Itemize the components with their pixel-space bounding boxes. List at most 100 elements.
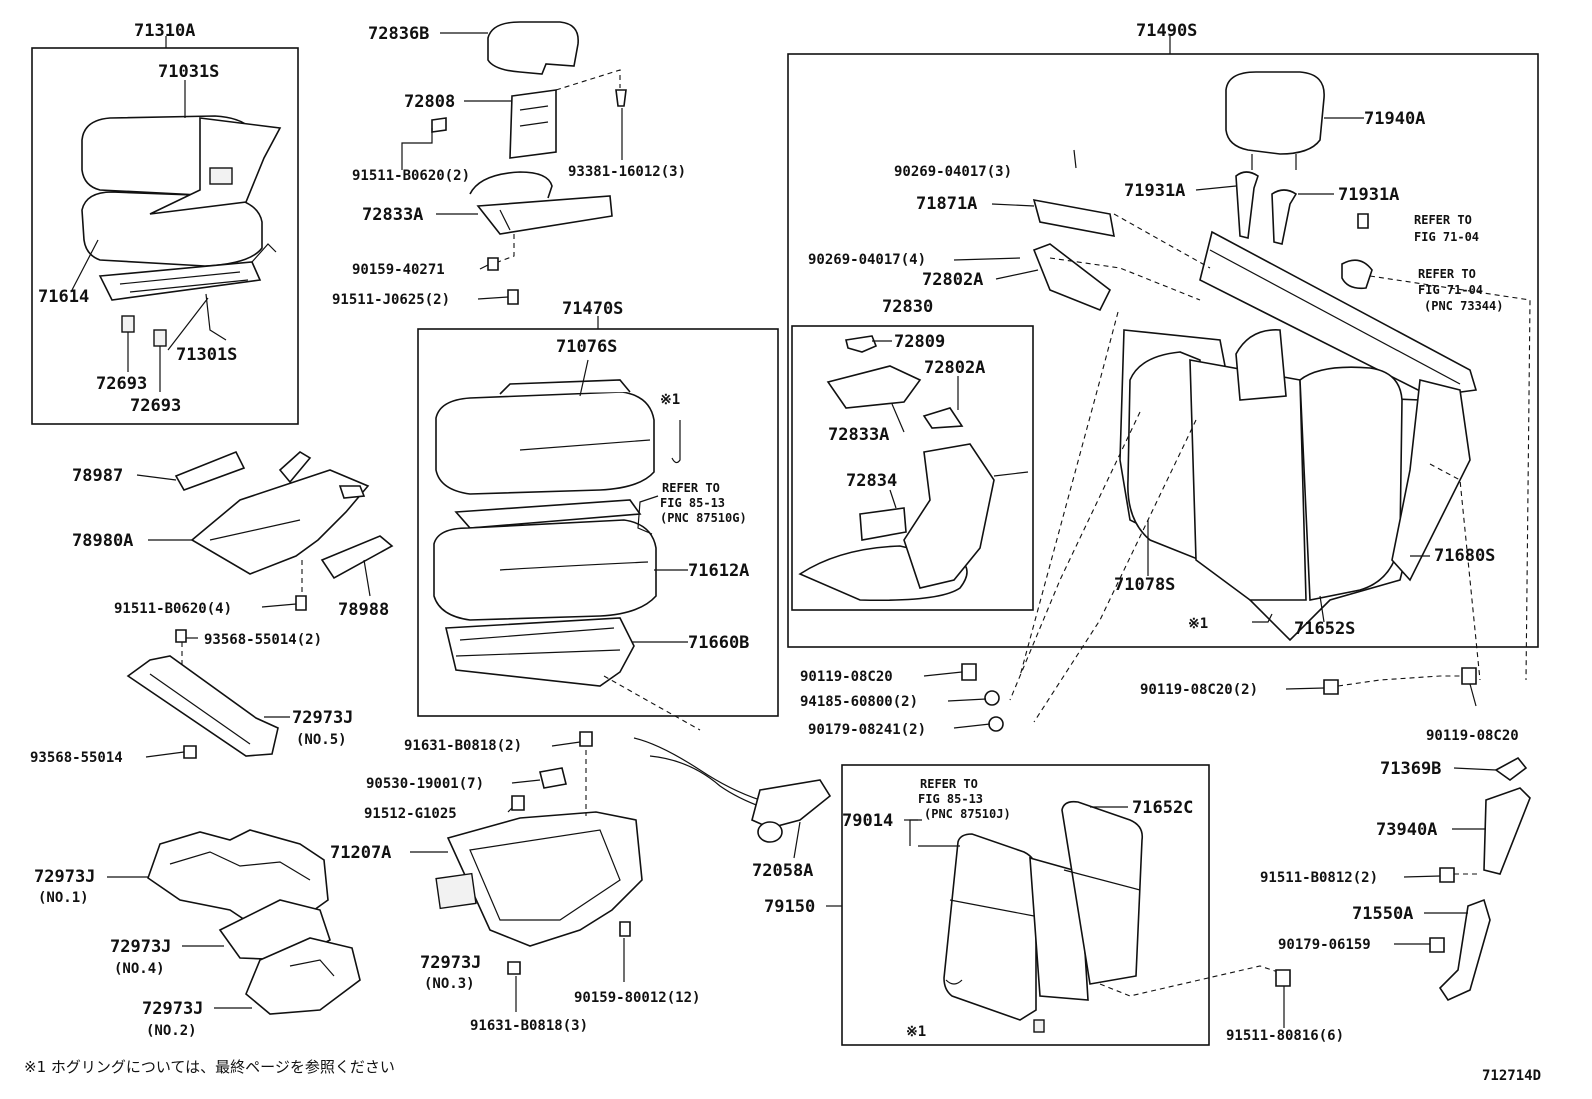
- label-90179-06159: 90179-06159: [1278, 937, 1371, 953]
- seatbelt-hardware-drawing: [961, 663, 1531, 1002]
- label-94185-60800: 94185-60800(2): [800, 694, 918, 710]
- frame-71310A: [31, 47, 299, 425]
- label-72834: 72834: [846, 471, 897, 491]
- label-78980A: 78980A: [72, 531, 133, 551]
- refer-85-13-b-line1: REFER TO: [920, 777, 978, 791]
- label-71660B: 71660B: [688, 633, 749, 653]
- label-72973J-no5: 72973J: [292, 708, 353, 728]
- label-72693-b: 72693: [130, 396, 181, 416]
- frame-71490S: [787, 53, 1539, 648]
- label-71680S: 71680S: [1434, 546, 1495, 566]
- label-72802A-a: 72802A: [922, 270, 983, 290]
- label-71490S: 71490S: [1136, 21, 1197, 41]
- label-71369B: 71369B: [1380, 759, 1441, 779]
- label-90159-80012: 90159-80012(12): [574, 990, 700, 1006]
- label-72833A-b: 72833A: [828, 425, 889, 445]
- label-note1-c: ※1: [906, 1024, 926, 1040]
- label-72973J-no3-sub: (NO.3): [424, 976, 475, 992]
- label-91631-B0818-3: 91631-B0818(3): [470, 1018, 588, 1034]
- label-72973J-no1: 72973J: [34, 867, 95, 887]
- label-90119-08C20-a: 90119-08C20: [800, 669, 893, 685]
- label-71207A: 71207A: [330, 843, 391, 863]
- label-note1-b: ※1: [1188, 616, 1208, 632]
- label-72693-a: 72693: [96, 374, 147, 394]
- frame-72830: [791, 325, 1034, 611]
- label-72973J-no5-sub: (NO.5): [296, 732, 347, 748]
- label-note1-a: ※1: [660, 392, 680, 408]
- armrest-78980A-drawing: [174, 450, 394, 611]
- label-93568-55014: 93568-55014: [30, 750, 123, 766]
- refer-85-13-a-line3: (PNC 87510G): [660, 511, 747, 525]
- refer-85-13-b-line2: FIG 85-13: [918, 792, 983, 806]
- footnote: ※1 ホグリングについては、最終ページを参照ください: [24, 1058, 395, 1076]
- label-72973J-no3: 72973J: [420, 953, 481, 973]
- label-71078S: 71078S: [1114, 575, 1175, 595]
- label-91631-B0818-2: 91631-B0818(2): [404, 738, 522, 754]
- label-72058A: 72058A: [752, 861, 813, 881]
- label-91511-B0812: 91511-B0812(2): [1260, 870, 1378, 886]
- label-71612A: 71612A: [688, 561, 749, 581]
- label-71871A: 71871A: [916, 194, 977, 214]
- label-71652S: 71652S: [1294, 619, 1355, 639]
- refer-71-04-b-line3: (PNC 73344): [1424, 299, 1503, 313]
- label-73940A: 73940A: [1376, 820, 1437, 840]
- label-71301S: 71301S: [176, 345, 237, 365]
- label-72808: 72808: [404, 92, 455, 112]
- trim-72973J-no5-drawing: [126, 629, 279, 759]
- label-71931A-b: 71931A: [1338, 185, 1399, 205]
- label-91512-G1025: 91512-G1025: [364, 806, 457, 822]
- refer-71-04-b-line1: REFER TO: [1418, 267, 1476, 281]
- seat-cushion-71031S-drawing: [81, 115, 282, 347]
- label-72973J-no4: 72973J: [110, 937, 171, 957]
- label-72833A-top: 72833A: [362, 205, 423, 225]
- label-72830: 72830: [882, 297, 933, 317]
- refer-85-13-a-line1: REFER TO: [662, 481, 720, 495]
- label-71652C: 71652C: [1132, 798, 1193, 818]
- label-93568-55014-2: 93568-55014(2): [204, 632, 322, 648]
- rear-seatback-71490S-drawing: [1032, 71, 1478, 642]
- label-71031S: 71031S: [158, 62, 219, 82]
- seat-cushion-71076S-drawing: [433, 379, 681, 687]
- label-90119-08C20-b: 90119-08C20(2): [1140, 682, 1258, 698]
- refer-85-13-b-line3: (PNC 87510J): [924, 807, 1011, 821]
- label-91511-J0625: 91511-J0625(2): [332, 292, 450, 308]
- label-90269-04017-4: 90269-04017(4): [808, 252, 926, 268]
- label-90269-04017-3: 90269-04017(3): [894, 164, 1012, 180]
- label-72973J-no2-sub: (NO.2): [146, 1023, 197, 1039]
- refer-71-04-b-line2: FIG 71-04: [1418, 283, 1483, 297]
- label-93381-16012: 93381-16012(3): [568, 164, 686, 180]
- label-91511-B0620-2: 91511-B0620(2): [352, 168, 470, 184]
- frame-79150: [841, 764, 1210, 1046]
- label-72973J-no2: 72973J: [142, 999, 203, 1019]
- label-71940A: 71940A: [1364, 109, 1425, 129]
- seatback-79150-drawing: [943, 800, 1144, 1033]
- label-90179-08241: 90179-08241(2): [808, 722, 926, 738]
- label-71310A: 71310A: [134, 21, 195, 41]
- refer-85-13-a-line2: FIG 85-13: [660, 496, 725, 510]
- label-71550A: 71550A: [1352, 904, 1413, 924]
- armrest-72830-drawing: [798, 335, 1029, 602]
- label-91511-80816: 91511-80816(6): [1226, 1028, 1344, 1044]
- refer-71-04-a-line2: FIG 71-04: [1414, 230, 1479, 244]
- label-90159-40271: 90159-40271: [352, 262, 445, 278]
- label-71931A-a: 71931A: [1124, 181, 1185, 201]
- label-71076S: 71076S: [556, 337, 617, 357]
- figure-id: 712714D: [1482, 1068, 1541, 1084]
- refer-71-04-a-line1: REFER TO: [1414, 213, 1472, 227]
- label-90530-19001: 90530-19001(7): [366, 776, 484, 792]
- label-78987: 78987: [72, 466, 123, 486]
- label-72836B: 72836B: [368, 24, 429, 44]
- label-71614: 71614: [38, 287, 89, 307]
- label-72973J-no4-sub: (NO.4): [114, 961, 165, 977]
- label-79014: 79014: [842, 811, 893, 831]
- label-79150: 79150: [764, 897, 815, 917]
- label-78988: 78988: [338, 600, 389, 620]
- label-72802A-b: 72802A: [924, 358, 985, 378]
- headrest-bracket-drawing: [431, 21, 627, 305]
- label-72809: 72809: [894, 332, 945, 352]
- label-90119-08C20-c: 90119-08C20: [1426, 728, 1519, 744]
- label-72973J-no1-sub: (NO.1): [38, 890, 89, 906]
- label-71470S: 71470S: [562, 299, 623, 319]
- harness-72058A-drawing: [633, 737, 832, 843]
